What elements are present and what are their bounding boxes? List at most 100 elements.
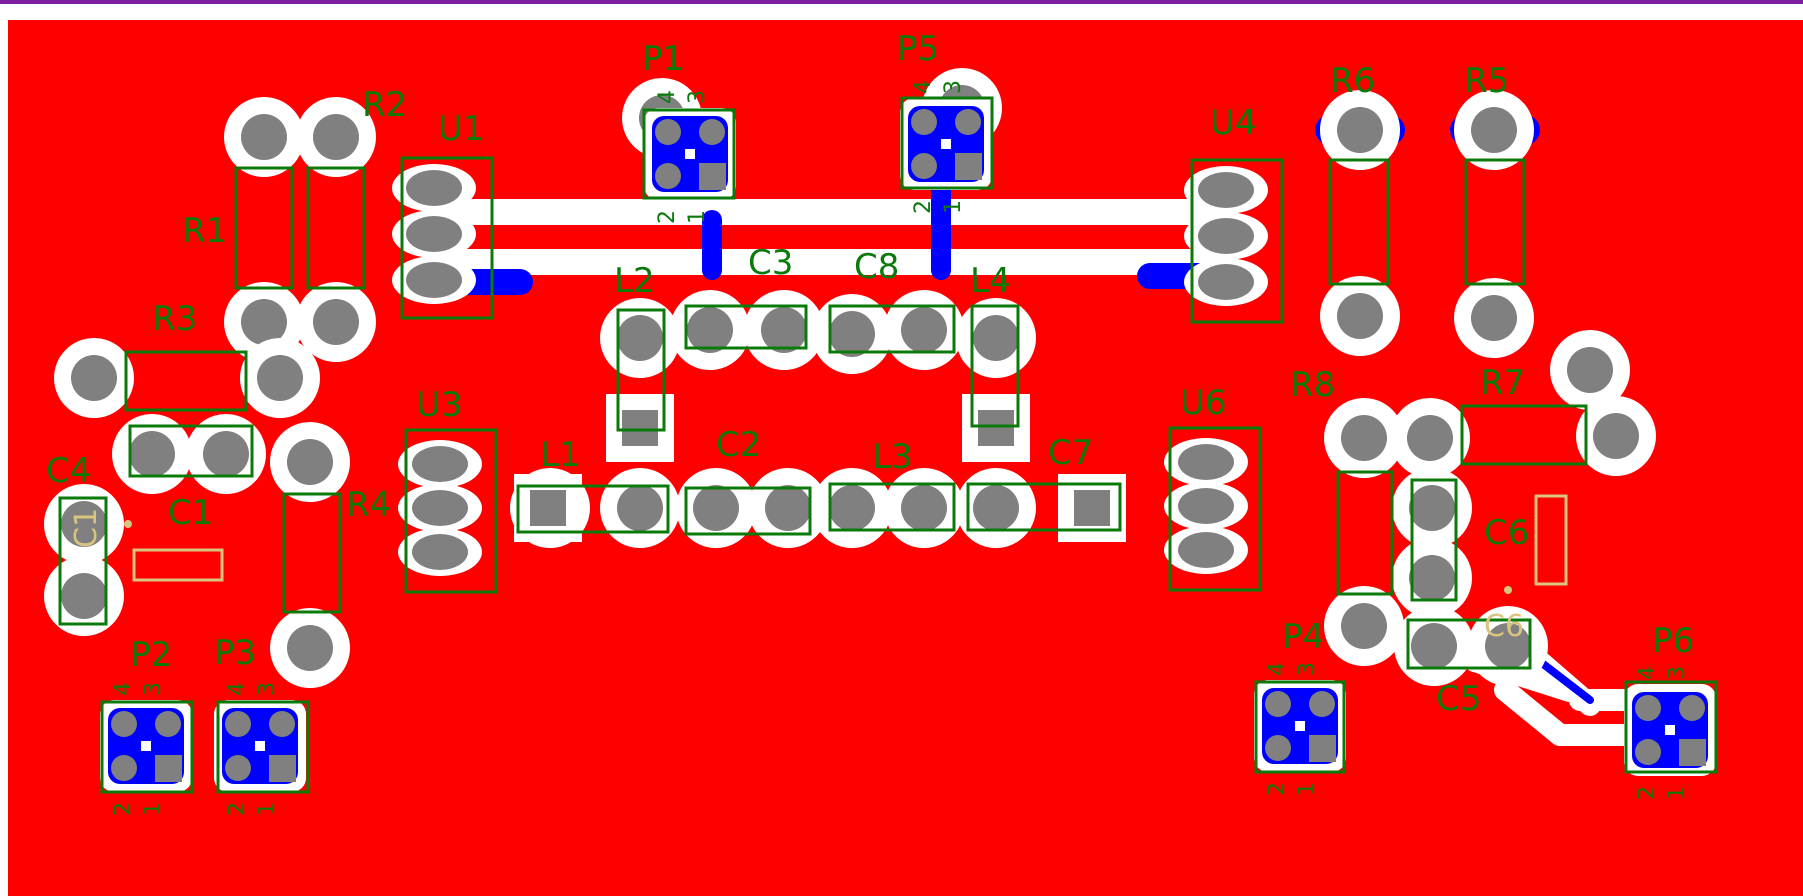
pad [1567, 347, 1613, 393]
pad-oval [412, 534, 468, 570]
pad [829, 485, 875, 531]
pin-number: 4 [911, 80, 936, 94]
pad [129, 431, 175, 477]
pin-number: 4 [1635, 666, 1660, 680]
connector-center [941, 139, 951, 149]
label-p2: P2 [130, 635, 172, 675]
pin-number: 3 [1665, 666, 1690, 680]
pad [829, 311, 875, 357]
pads [44, 68, 1716, 792]
connector-pin [955, 109, 981, 135]
pin-number: 1 [1295, 782, 1320, 796]
label-r7: R7 [1480, 363, 1525, 403]
pin-number: 3 [941, 80, 966, 94]
connector-center [141, 741, 151, 751]
pad-square [1074, 490, 1110, 526]
connector-pin-square [155, 755, 182, 782]
label-l4: L4 [970, 261, 1011, 301]
label-r4: R4 [346, 485, 391, 525]
ghost-label-c6: C6 [1484, 609, 1524, 644]
pad [973, 315, 1019, 361]
pin-number: 2 [111, 802, 136, 816]
label-r3: R3 [152, 299, 197, 339]
connector-pin [1679, 695, 1705, 721]
label-c2: C2 [716, 425, 761, 465]
connector-pin [155, 711, 181, 737]
pin-number: 4 [225, 682, 250, 696]
label-l3: L3 [872, 437, 913, 477]
pin-number: 2 [655, 210, 680, 224]
pad [287, 439, 333, 485]
pad [241, 114, 287, 160]
pin-number: 1 [1665, 786, 1690, 800]
connector-pin [225, 711, 251, 737]
label-c4: C4 [46, 451, 91, 491]
connector-pin [911, 109, 937, 135]
pad [1409, 485, 1455, 531]
pin-number: 4 [655, 90, 680, 104]
label-l2: L2 [614, 261, 655, 301]
connector-pin [655, 119, 681, 145]
connector-center [1295, 721, 1305, 731]
label-p4: P4 [1282, 617, 1324, 657]
pad [901, 485, 947, 531]
pin-number: 2 [225, 802, 250, 816]
label-c5: C5 [1436, 679, 1481, 719]
connector-pin [1635, 739, 1661, 765]
label-c6: C6 [1484, 513, 1529, 553]
connector-pin [1635, 695, 1661, 721]
silkscreen-outlines [58, 96, 1718, 794]
pad-oval [406, 170, 462, 206]
pad-oval [412, 490, 468, 526]
connector-pin [655, 163, 681, 189]
connector-pin [1265, 735, 1291, 761]
pad [617, 485, 663, 531]
label-r6: R6 [1330, 61, 1375, 101]
pad [1337, 107, 1383, 153]
pin-number: 1 [685, 210, 710, 224]
connector-pin [225, 755, 251, 781]
pin-number: 2 [1265, 782, 1290, 796]
connector-center [685, 149, 695, 159]
label-r5: R5 [1464, 61, 1509, 101]
pad [71, 355, 117, 401]
label-c3: C3 [748, 243, 793, 283]
label-c7: C7 [1048, 433, 1093, 473]
pad-square [622, 410, 658, 446]
pad [1471, 295, 1517, 341]
pad [693, 485, 739, 531]
label-r2: R2 [362, 85, 407, 125]
connector-pin-square [1679, 739, 1706, 766]
pad [617, 315, 663, 361]
pin-number: 1 [941, 200, 966, 214]
pad-oval [1178, 532, 1234, 568]
label-u1: U1 [438, 109, 485, 149]
component-labels: P1 P5 R2 U1 R1 R3 C3 C8 L2 L4 R6 R5 U4 U… [46, 29, 1694, 719]
label-r1: R1 [182, 211, 227, 251]
pin-number: 4 [111, 682, 136, 696]
label-c1: C1 [168, 493, 213, 533]
pad [313, 114, 359, 160]
pad [1341, 415, 1387, 461]
pad [1471, 107, 1517, 153]
pad-oval [1198, 218, 1254, 254]
pad-oval [406, 262, 462, 298]
pad [1341, 603, 1387, 649]
connector-pin-square [699, 163, 726, 190]
pad [1593, 413, 1639, 459]
label-c8: C8 [854, 247, 899, 287]
pad-oval [412, 446, 468, 482]
pad [761, 307, 807, 353]
connector-pin [269, 711, 295, 737]
pad [313, 299, 359, 345]
pad-oval [1178, 444, 1234, 480]
connector-pin [911, 153, 937, 179]
connector-pin [1265, 691, 1291, 717]
pad [203, 431, 249, 477]
connector-pin [111, 711, 137, 737]
pin-number: 1 [141, 802, 166, 816]
pad [257, 355, 303, 401]
pad [61, 573, 107, 619]
